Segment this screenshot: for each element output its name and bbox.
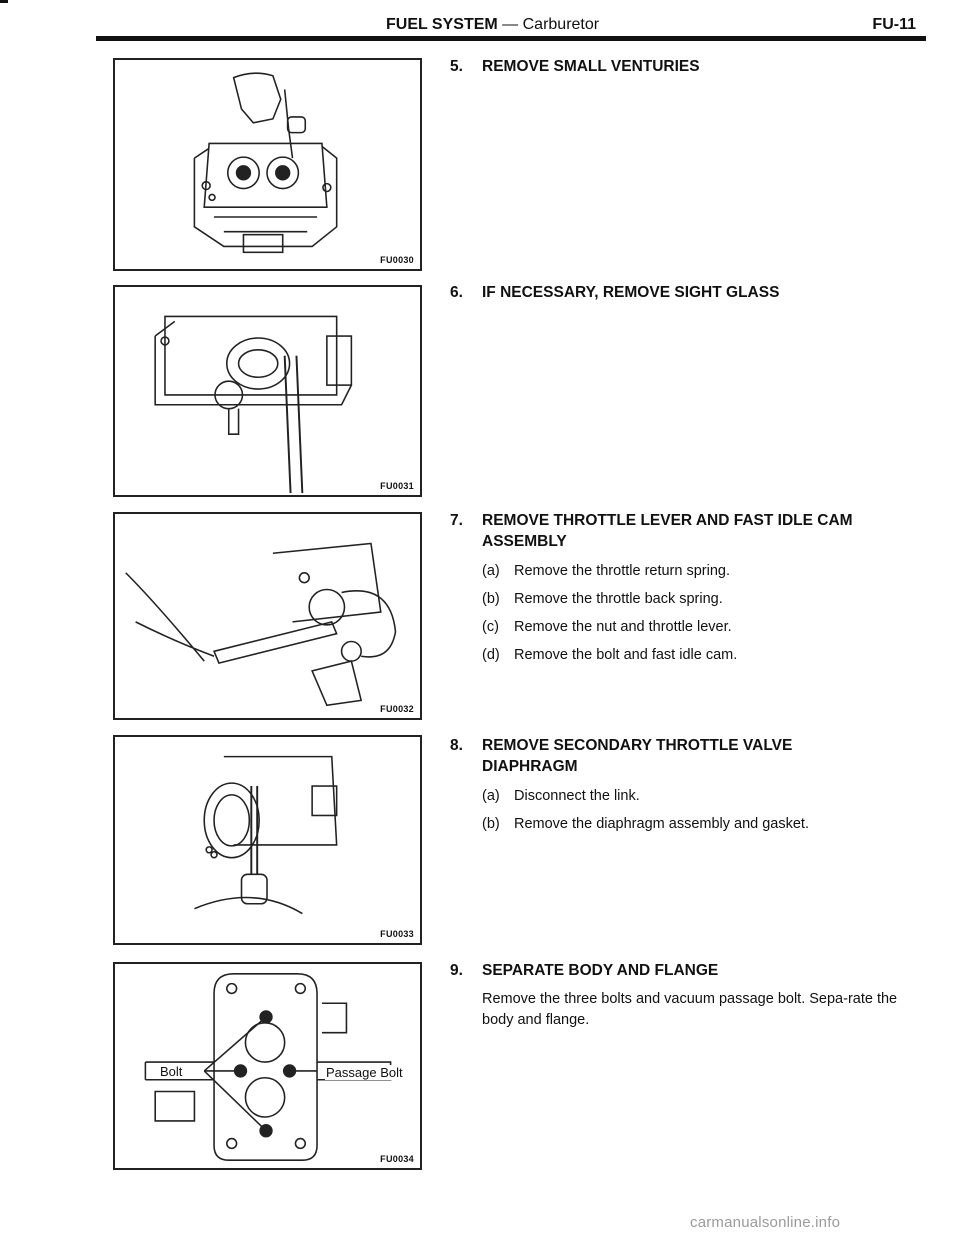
step-6: 6. IF NECESSARY, REMOVE SIGHT GLASS <box>450 282 930 303</box>
step-paragraph: Remove the three bolts and vacuum passag… <box>482 991 898 1028</box>
step-title: SEPARATE BODY AND FLANGE <box>482 962 719 979</box>
page-header: FUEL SYSTEM — Carburetor FU-11 <box>96 14 926 38</box>
diaphragm-illustration <box>194 755 338 915</box>
step-title: REMOVE SECONDARY THROTTLE VALVE DIAPHRAG… <box>482 737 793 775</box>
label-bolt: Bolt <box>159 1064 184 1079</box>
list-item: (d)Remove the bolt and fast idle cam. <box>482 647 738 663</box>
figure-code: FU0030 <box>380 255 414 265</box>
figure-small-venturies: FU0030 <box>113 58 422 271</box>
header-title: FUEL SYSTEM — Carburetor <box>386 16 600 33</box>
step-title: IF NECESSARY, REMOVE SIGHT GLASS <box>482 284 780 301</box>
step-number: 8. <box>450 737 463 754</box>
figure-code: FU0032 <box>380 704 414 714</box>
step-9: 9. SEPARATE BODY AND FLANGE Remove the th… <box>450 960 930 1031</box>
page-number: FU-11 <box>872 16 916 33</box>
watermark: carmanualsonline.info <box>690 1214 841 1231</box>
step-number: 5. <box>450 58 463 75</box>
list-item: (b)Remove the throttle back spring. <box>482 591 723 607</box>
figure-body-flange: Bolt Passage Bolt FU0034 <box>113 962 422 1170</box>
step-5: 5. REMOVE SMALL VENTURIES <box>450 56 930 77</box>
step-number: 7. <box>450 512 463 529</box>
sight-glass-illustration <box>154 315 353 494</box>
figure-sight-glass: FU0031 <box>113 285 422 497</box>
header-rule <box>96 36 926 41</box>
figure-code: FU0034 <box>380 1154 414 1164</box>
step-number: 6. <box>450 284 463 301</box>
list-item: (c)Remove the nut and throttle lever. <box>482 619 732 635</box>
throttle-lever-illustration <box>125 542 397 707</box>
list-item: (a)Remove the throttle return spring. <box>482 563 730 579</box>
step-8: 8. REMOVE SECONDARY THROTTLE VALVE DIAPHR… <box>450 735 930 833</box>
figure-diaphragm: FU0033 <box>113 735 422 945</box>
list-item: (b)Remove the diaphragm assembly and gas… <box>482 816 809 832</box>
figure-throttle-lever: FU0032 <box>113 512 422 720</box>
figure-code: FU0033 <box>380 929 414 939</box>
figure-code: FU0031 <box>380 481 414 491</box>
step-number: 9. <box>450 962 463 979</box>
corner-mark <box>0 0 8 3</box>
step-title: REMOVE THROTTLE LEVER AND FAST IDLE CAM … <box>482 512 853 550</box>
step-title: REMOVE SMALL VENTURIES <box>482 58 700 75</box>
label-passage-bolt: Passage Bolt <box>325 1065 404 1080</box>
carburetor-venturi-illustration <box>193 72 338 254</box>
list-item: (a)Disconnect the link. <box>482 788 640 804</box>
body-flange-illustration <box>144 973 392 1161</box>
step-7: 7. REMOVE THROTTLE LEVER AND FAST IDLE CA… <box>450 510 930 664</box>
